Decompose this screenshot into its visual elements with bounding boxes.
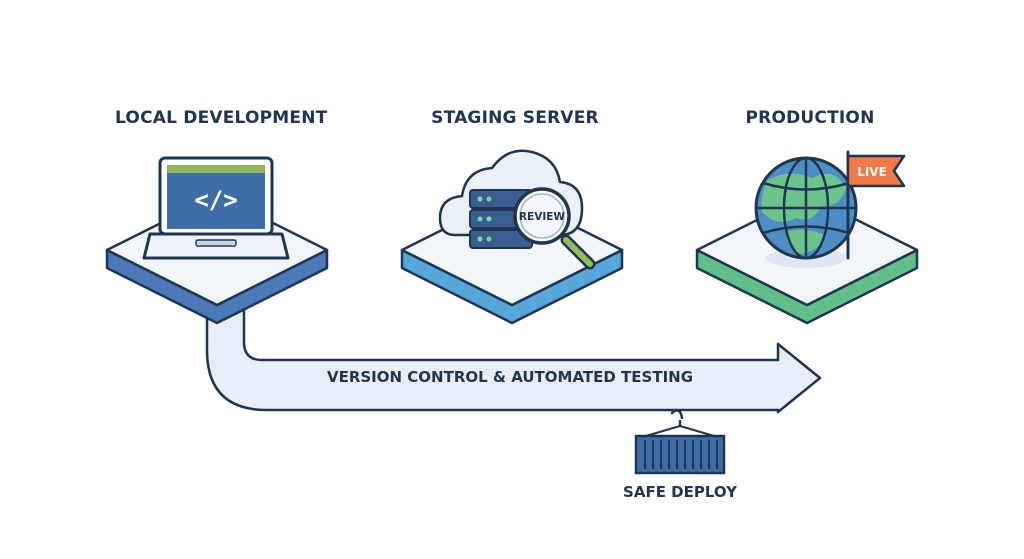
stage-title-local: LOCAL DEVELOPMENT	[115, 108, 328, 128]
pipeline-label: VERSION CONTROL & AUTOMATED TESTING	[326, 368, 694, 386]
live-flag: LIVE	[846, 150, 906, 260]
stage-title-staging: STAGING SERVER	[431, 108, 599, 128]
review-badge: REVIEW	[519, 211, 565, 223]
safe-deploy-label: SAFE DEPLOY	[623, 483, 737, 501]
code-glyph: </>	[194, 186, 237, 214]
pipeline-arrow	[205, 303, 822, 414]
laptop-icon: </>	[142, 156, 290, 260]
globe-icon	[754, 156, 858, 268]
shipping-container-icon	[634, 409, 726, 475]
live-flag-label: LIVE	[857, 165, 887, 179]
magnifier-icon: REVIEW	[513, 187, 596, 270]
stage-title-production: PRODUCTION	[745, 108, 875, 128]
